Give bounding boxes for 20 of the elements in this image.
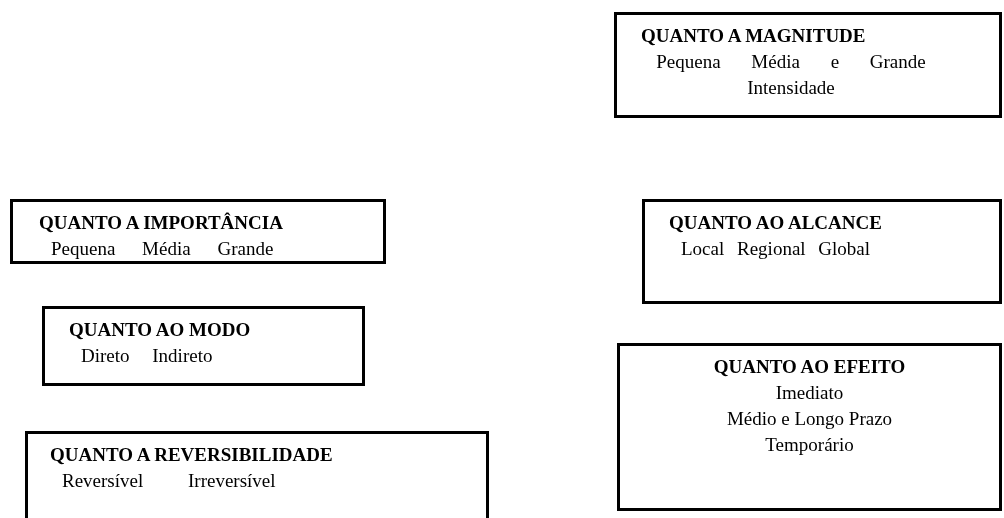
category-heading: QUANTO AO ALCANCE [669,211,882,235]
category-options: Direto Indireto [69,343,225,369]
category-heading: QUANTO A IMPORTÂNCIA [39,211,283,235]
category-box [617,343,1002,511]
category-options: Imediato [763,380,856,406]
category-options: Local Regional Global [669,236,883,262]
category-box [614,12,1002,118]
category-options: Reversível Irreversível [50,468,288,494]
category-box [10,199,386,264]
category-box [642,199,1002,304]
category-box [25,431,489,518]
category-options: Pequena Média Grande [39,236,286,262]
category-heading: QUANTO AO EFEITO [713,355,906,379]
category-options: Pequena Média e Grande Intensidade [641,49,941,101]
category-options: Temporário [753,432,866,458]
category-heading: QUANTO A MAGNITUDE [641,24,866,48]
category-heading: QUANTO A REVERSIBILIDADE [50,443,333,467]
category-box [42,306,365,386]
category-heading: QUANTO AO MODO [69,318,251,342]
category-options: Médio e Longo Prazo [714,406,905,432]
